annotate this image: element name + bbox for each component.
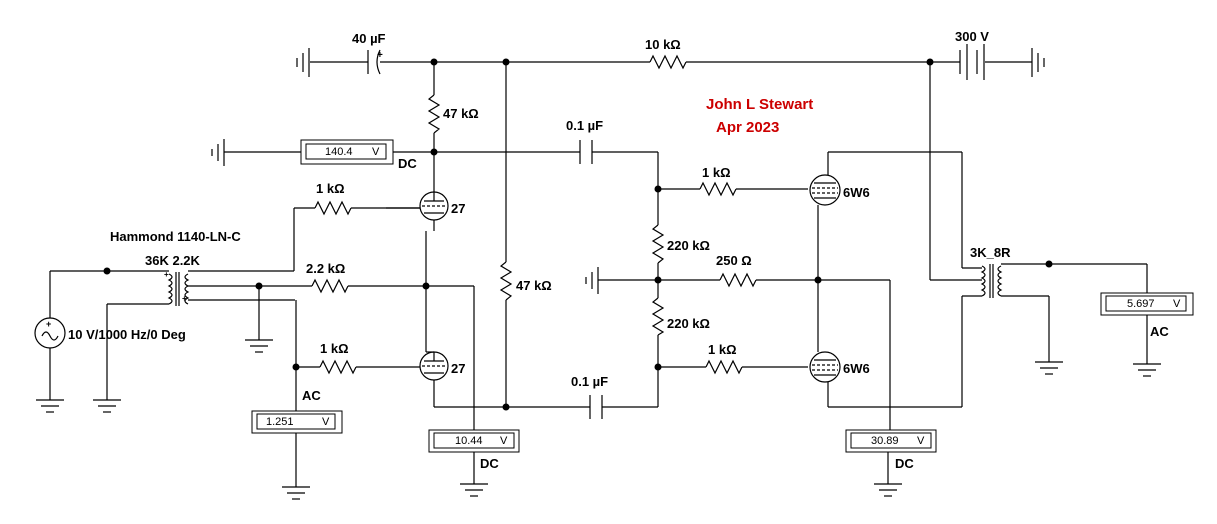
meter-1-mode: DC [398, 156, 417, 171]
meter-5-mode: AC [1150, 324, 1169, 339]
author-name: John L Stewart [706, 96, 813, 113]
meter-2-value: 1.251 [266, 416, 294, 428]
meter-1-value: 140.4 [325, 146, 353, 158]
meter-4-unit: V [917, 435, 925, 447]
resistor-250 [719, 272, 757, 288]
ac-source: + [34, 317, 66, 349]
label-transformer-name: Hammond 1140-LN-C [110, 229, 241, 244]
label-cap-40uF: 40 µF [352, 31, 386, 46]
voltmeter-1: 140.4 V [300, 139, 394, 165]
resistor-1k-r2 [705, 359, 743, 375]
ground-symbol [460, 483, 488, 497]
label-res-220k-bot: 220 kΩ [667, 316, 710, 331]
ground-symbol [296, 48, 310, 77]
voltmeter-4: 30.89 V [845, 429, 937, 453]
ground-symbol [874, 483, 902, 497]
meter-5-value: 5.697 [1127, 298, 1155, 310]
ground-symbol [93, 399, 121, 413]
resistor-1k-grid-bot [319, 359, 357, 375]
resistor-47k-top [427, 94, 441, 134]
meter-2-unit: V [322, 416, 330, 428]
label-tube-6w6-bot: 6W6 [843, 361, 870, 376]
tube-6w6-top [809, 174, 841, 206]
svg-text:+: + [164, 270, 169, 279]
label-cap-01uF-top: 0.1 µF [566, 118, 603, 133]
resistor-2k2 [311, 278, 349, 294]
tube-27-top [419, 191, 449, 221]
label-tube-27-bot: 27 [451, 361, 465, 376]
label-res-1k-g1: 1 kΩ [316, 181, 345, 196]
author-date: Apr 2023 [716, 119, 779, 136]
tube-6w6-bot [809, 351, 841, 383]
ground-symbol [1133, 363, 1161, 377]
meter-3-unit: V [500, 435, 508, 447]
label-transformer-ratio: 36K 2.2K [145, 253, 201, 268]
meter-2-mode: AC [302, 388, 321, 403]
label-res-1k-g2: 1 kΩ [320, 341, 349, 356]
svg-text:+: + [377, 50, 383, 61]
label-tube-6w6-top: 6W6 [843, 185, 870, 200]
input-transformer: + + [164, 270, 190, 306]
resistor-47k-mid [499, 261, 513, 301]
output-transformer [980, 264, 1003, 298]
ground-symbol [282, 486, 310, 500]
meter-1-unit: V [372, 146, 380, 158]
label-out-transformer: 3K_8R [970, 245, 1011, 260]
resistor-10k [649, 54, 687, 70]
label-res-22k: 2.2 kΩ [306, 261, 345, 276]
label-res-1k-r2: 1 kΩ [708, 342, 737, 357]
meter-3-mode: DC [480, 456, 499, 471]
voltmeter-3: 10.44 V [428, 429, 520, 453]
svg-text:+: + [46, 319, 51, 329]
resistor-220k-bot [651, 297, 665, 336]
label-res-47k-top: 47 kΩ [443, 106, 479, 121]
battery-300V [959, 44, 985, 80]
tube-27-bot [419, 351, 449, 381]
voltmeter-2: 1.251 V [251, 410, 343, 434]
label-res-47k-mid: 47 kΩ [516, 278, 552, 293]
resistor-1k-grid-top [314, 200, 352, 216]
label-res-1k-r1: 1 kΩ [702, 165, 731, 180]
label-tube-27-top: 27 [451, 201, 465, 216]
capacitor-40uF: + [367, 49, 383, 75]
resistor-1k-r1 [699, 181, 737, 197]
voltmeter-5: 5.697 V [1100, 292, 1194, 316]
ground-symbol [585, 267, 599, 294]
svg-text:+: + [182, 294, 187, 303]
ground-symbol [1035, 361, 1063, 375]
ground-symbol [36, 399, 64, 413]
capacitor-01uF-bot [589, 395, 603, 419]
meter-4-value: 30.89 [871, 435, 899, 447]
ground-symbol [245, 339, 273, 353]
meter-5-unit: V [1173, 298, 1181, 310]
capacitor-01uF-top [579, 140, 593, 164]
label-res-250: 250 Ω [716, 253, 752, 268]
label-cap-01uF-bot: 0.1 µF [571, 374, 608, 389]
ground-symbol [1031, 48, 1045, 77]
ground-symbol [211, 139, 225, 166]
meter-3-value: 10.44 [455, 435, 483, 447]
meter-4-mode: DC [895, 456, 914, 471]
label-source: 10 V/1000 Hz/0 Deg [68, 327, 186, 342]
label-res-10k: 10 kΩ [645, 37, 681, 52]
resistor-220k-top [651, 224, 665, 264]
label-batt-300V: 300 V [955, 29, 989, 44]
label-res-220k-top: 220 kΩ [667, 238, 710, 253]
